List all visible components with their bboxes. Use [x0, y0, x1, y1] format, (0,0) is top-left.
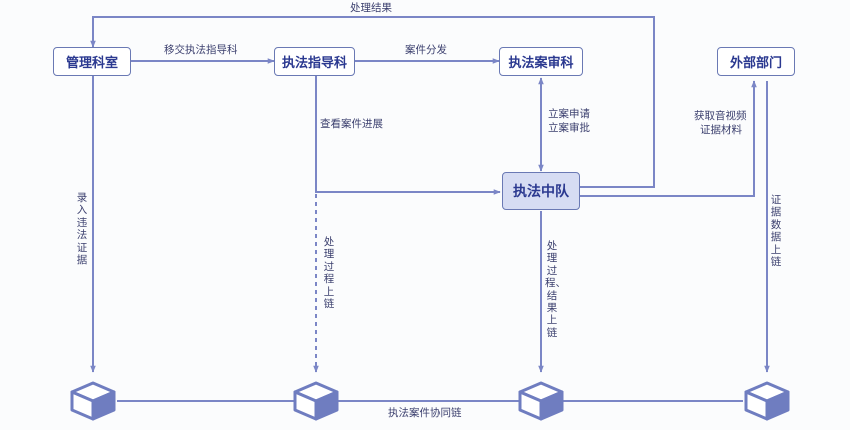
label-get-evidence-2: 证据材料 — [700, 124, 742, 136]
label-chain: 执法案件协同链 — [388, 407, 462, 419]
node-external: 外部部门 — [717, 47, 795, 76]
label-get-evidence-1: 获取音视频 — [694, 110, 747, 122]
node-guidance: 执法指导科 — [274, 47, 355, 76]
node-review: 执法案审科 — [499, 47, 583, 76]
node-management: 管理科室 — [53, 47, 131, 76]
label-filing-approval: 立案审批 — [548, 122, 590, 134]
edge-result — [90, 16, 655, 188]
label-check-progress: 查看案件进展 — [320, 118, 383, 130]
edge-check-progress — [315, 76, 501, 195]
edge-get-evidence — [580, 80, 757, 197]
cube-icon — [744, 381, 790, 421]
cube-icon — [293, 381, 339, 421]
cube-icon — [70, 381, 116, 421]
label-evidence-onchain: 证据数据上链 — [770, 194, 782, 269]
label-record-evidence: 录入违法证据 — [76, 192, 88, 267]
label-result: 处理结果 — [350, 2, 392, 14]
node-squad: 执法中队 — [502, 172, 580, 210]
label-process-result-onchain: 处理过程、结果上链 — [545, 240, 566, 339]
label-process-onchain: 处理过程上链 — [323, 236, 335, 311]
label-distribute: 案件分发 — [405, 44, 447, 56]
cube-icon — [518, 381, 564, 421]
label-filing-request: 立案申请 — [548, 108, 590, 120]
label-transfer: 移交执法指导科 — [164, 44, 238, 56]
